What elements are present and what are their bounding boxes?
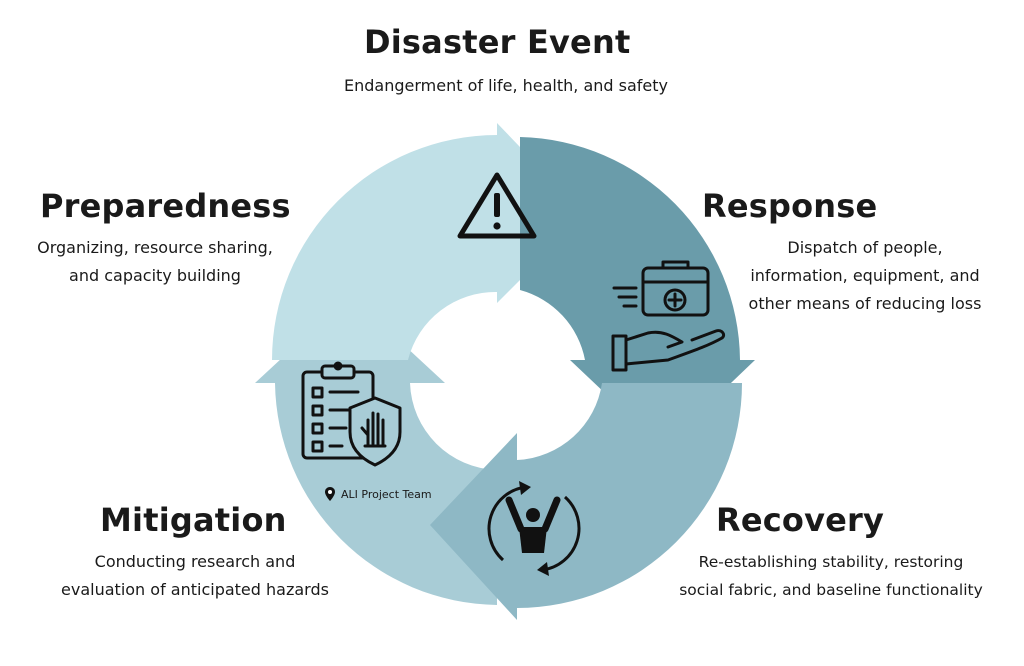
response-arrow [520,137,755,448]
mitigation-title: Mitigation [100,501,287,539]
preparedness-description: Organizing, resource sharing, and capaci… [37,238,273,285]
location-pin-icon [325,487,335,501]
response-title: Response [702,187,878,225]
recovery-arrow [430,383,742,620]
credit-text: ALI Project Team [341,487,432,501]
project-credit: ALI Project Team [325,487,432,501]
response-description: Dispatch of people, information, equipme… [748,238,982,313]
warning-triangle-icon [457,172,537,239]
person-cycle-icon [487,481,581,576]
recovery-title: Recovery [716,501,885,539]
disaster-event-title: Disaster Event [364,23,631,61]
checklist-shield-hand-icon [301,361,402,467]
recovery-description: Re-establishing stability, restoring soc… [679,553,983,599]
disaster-event-description: Endangerment of life, health, and safety [344,76,668,95]
mitigation-description: Conducting research and evaluation of an… [61,552,329,599]
medical-kit-hand-icon [611,260,726,372]
preparedness-arrow [272,123,585,360]
preparedness-title: Preparedness [40,187,291,225]
